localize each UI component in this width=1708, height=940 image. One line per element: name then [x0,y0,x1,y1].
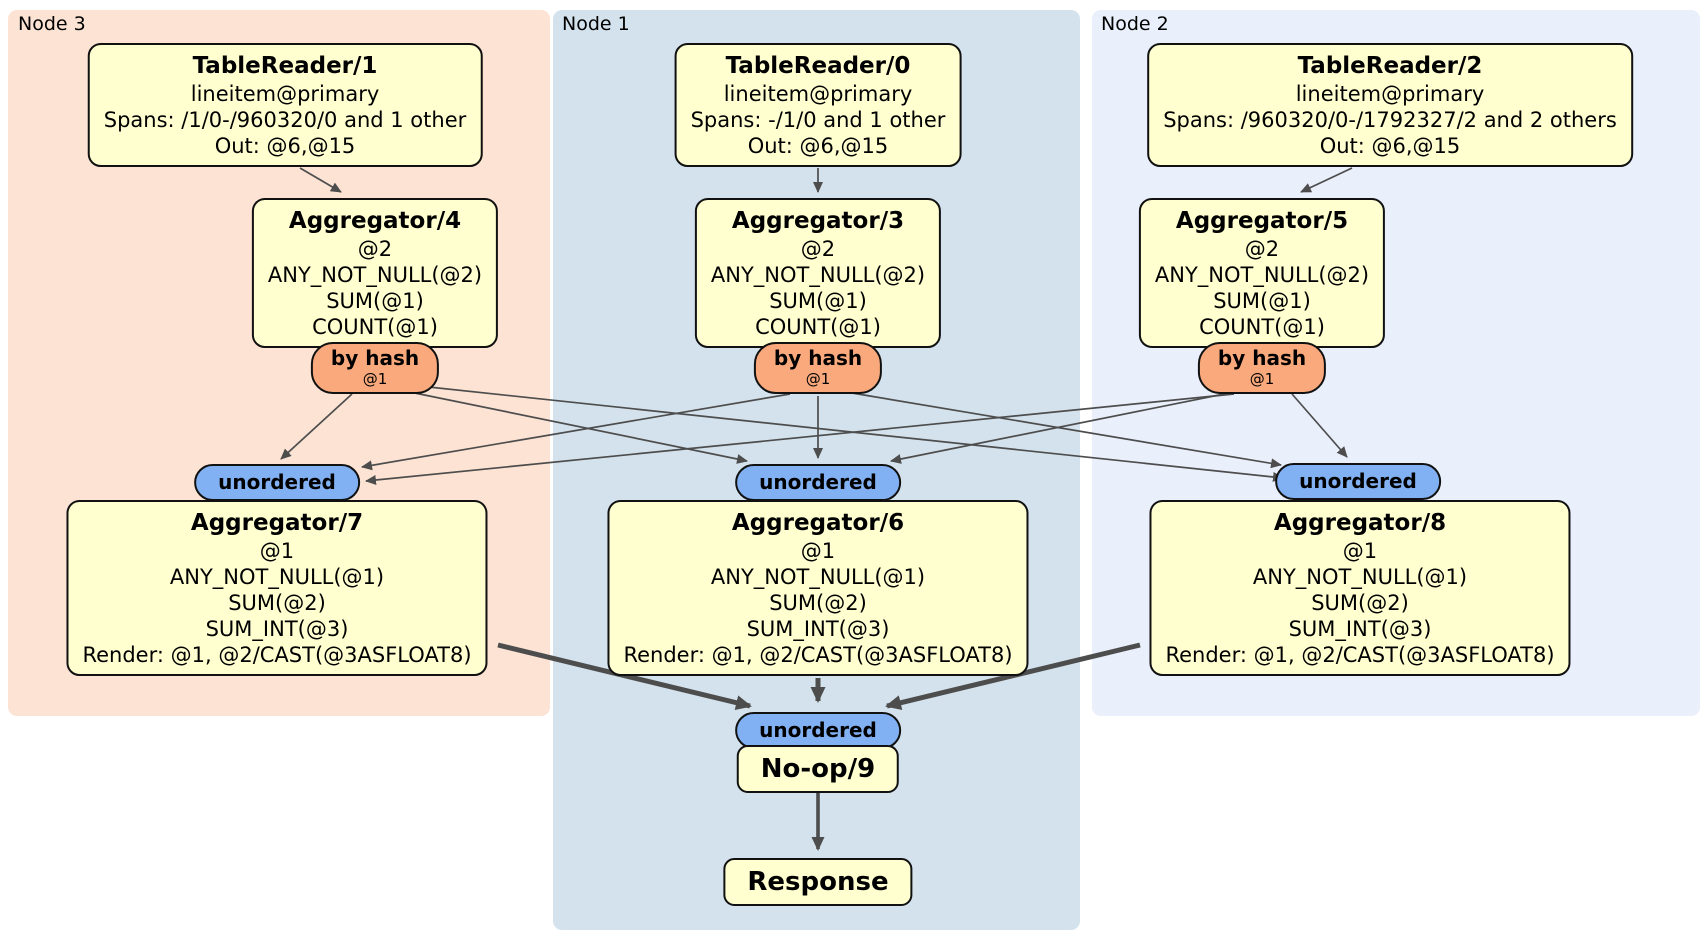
processor-title: Aggregator/7 [190,510,364,536]
processor-line: Out: @6,@15 [1319,134,1461,158]
processor-title: TableReader/1 [192,53,378,79]
processor-line: COUNT(@1) [1199,315,1325,339]
processor-aggregator-6: Aggregator/6 @1 ANY_NOT_NULL(@1) SUM(@2)… [607,500,1029,676]
router-detail: @1 [1249,370,1275,388]
router-detail: @1 [362,370,388,388]
edge-tablereader1-aggregator4 [299,167,342,193]
processor-title: TableReader/0 [725,53,911,79]
router-by-hash-5: by hash @1 [1197,342,1327,394]
sync-unordered-7: unordered [194,464,360,501]
processor-line: ANY_NOT_NULL(@2) [1154,263,1370,287]
processor-line: Render: @1, @2/CAST(@3ASFLOAT8) [1165,643,1555,667]
panel-label-node1: Node 1 [562,13,630,35]
processor-line: Out: @6,@15 [214,134,356,158]
processor-line: SUM(@2) [1311,591,1409,615]
processor-tablereader-0: TableReader/0 lineitem@primary Spans: -/… [674,43,962,167]
processor-aggregator-3: Aggregator/3 @2 ANY_NOT_NULL(@2) SUM(@1)… [694,198,942,348]
processor-line: lineitem@primary [190,82,380,106]
router-by-hash-3: by hash @1 [753,342,883,394]
sync-unordered-9: unordered [735,712,901,749]
processor-aggregator-4: Aggregator/4 @2 ANY_NOT_NULL(@2) SUM(@1)… [251,198,499,348]
edge-hash4-sync7 [280,393,353,460]
processor-noop-9: No-op/9 [736,745,900,793]
processor-title: Response [747,867,889,897]
processor-line: SUM(@2) [228,591,326,615]
sync-unordered-6: unordered [735,464,901,501]
processor-line: ANY_NOT_NULL(@1) [1252,565,1468,589]
processor-title: Aggregator/3 [731,208,905,234]
router-label: by hash [1217,346,1307,370]
processor-line: Spans: -/1/0 and 1 other [690,108,946,132]
processor-line: SUM(@1) [326,289,424,313]
edge-hash3-sync7 [361,393,791,471]
router-label: by hash [773,346,863,370]
processor-line: Spans: /960320/0-/1792327/2 and 2 others [1163,108,1617,132]
processor-line: ANY_NOT_NULL(@1) [710,565,926,589]
sync-unordered-8: unordered [1275,463,1441,500]
processor-line: Render: @1, @2/CAST(@3ASFLOAT8) [623,643,1013,667]
processor-line: @2 [800,237,836,261]
processor-line: COUNT(@1) [755,315,881,339]
edge-hash3-sync8 [845,391,1282,469]
processor-line: ANY_NOT_NULL(@1) [169,565,385,589]
edge-hash5-sync7 [365,393,1235,485]
processor-line: @2 [1244,237,1280,261]
processor-line: lineitem@primary [723,82,913,106]
router-by-hash-4: by hash @1 [310,342,440,394]
processor-title: Aggregator/5 [1175,208,1349,234]
edge-hash4-sync6 [399,389,748,464]
processor-line: Render: @1, @2/CAST(@3ASFLOAT8) [82,643,472,667]
processor-line: SUM_INT(@3) [746,617,890,641]
processor-line: ANY_NOT_NULL(@2) [710,263,926,287]
processor-aggregator-7: Aggregator/7 @1 ANY_NOT_NULL(@1) SUM(@2)… [66,500,488,676]
processor-aggregator-8: Aggregator/8 @1 ANY_NOT_NULL(@1) SUM(@2)… [1149,500,1571,676]
edge-tablereader2-aggregator5 [1300,167,1353,193]
processor-line: SUM(@2) [769,591,867,615]
processor-line: Spans: /1/0-/960320/0 and 1 other [103,108,467,132]
processor-tablereader-2: TableReader/2 lineitem@primary Spans: /9… [1147,43,1633,167]
edge-hash5-sync8 [1291,393,1348,458]
processor-title: No-op/9 [760,754,876,784]
panel-label-node3: Node 3 [18,13,86,35]
processor-title: Aggregator/4 [288,208,462,234]
processor-line: SUM(@1) [769,289,867,313]
processor-tablereader-1: TableReader/1 lineitem@primary Spans: /1… [87,43,483,167]
processor-title: Aggregator/6 [731,510,905,536]
panel-label-node2: Node 2 [1101,13,1169,35]
processor-line: SUM_INT(@3) [1288,617,1432,641]
processor-line: lineitem@primary [1295,82,1485,106]
processor-line: ANY_NOT_NULL(@2) [267,263,483,287]
processor-line: @1 [259,539,295,563]
router-label: by hash [330,346,420,370]
processor-line: @1 [800,539,836,563]
processor-title: TableReader/2 [1297,53,1483,79]
processor-line: @1 [1342,539,1378,563]
router-detail: @1 [805,370,831,388]
processor-line: COUNT(@1) [312,315,438,339]
processor-line: SUM_INT(@3) [205,617,349,641]
processor-line: SUM(@1) [1213,289,1311,313]
processor-line: @2 [357,237,393,261]
edge-hash5-sync6 [890,391,1235,464]
processor-aggregator-5: Aggregator/5 @2 ANY_NOT_NULL(@2) SUM(@1)… [1138,198,1386,348]
edge-hash4-sync8 [409,384,1284,482]
processor-line: Out: @6,@15 [747,134,889,158]
processor-title: Aggregator/8 [1273,510,1447,536]
processor-response: Response [723,858,913,906]
